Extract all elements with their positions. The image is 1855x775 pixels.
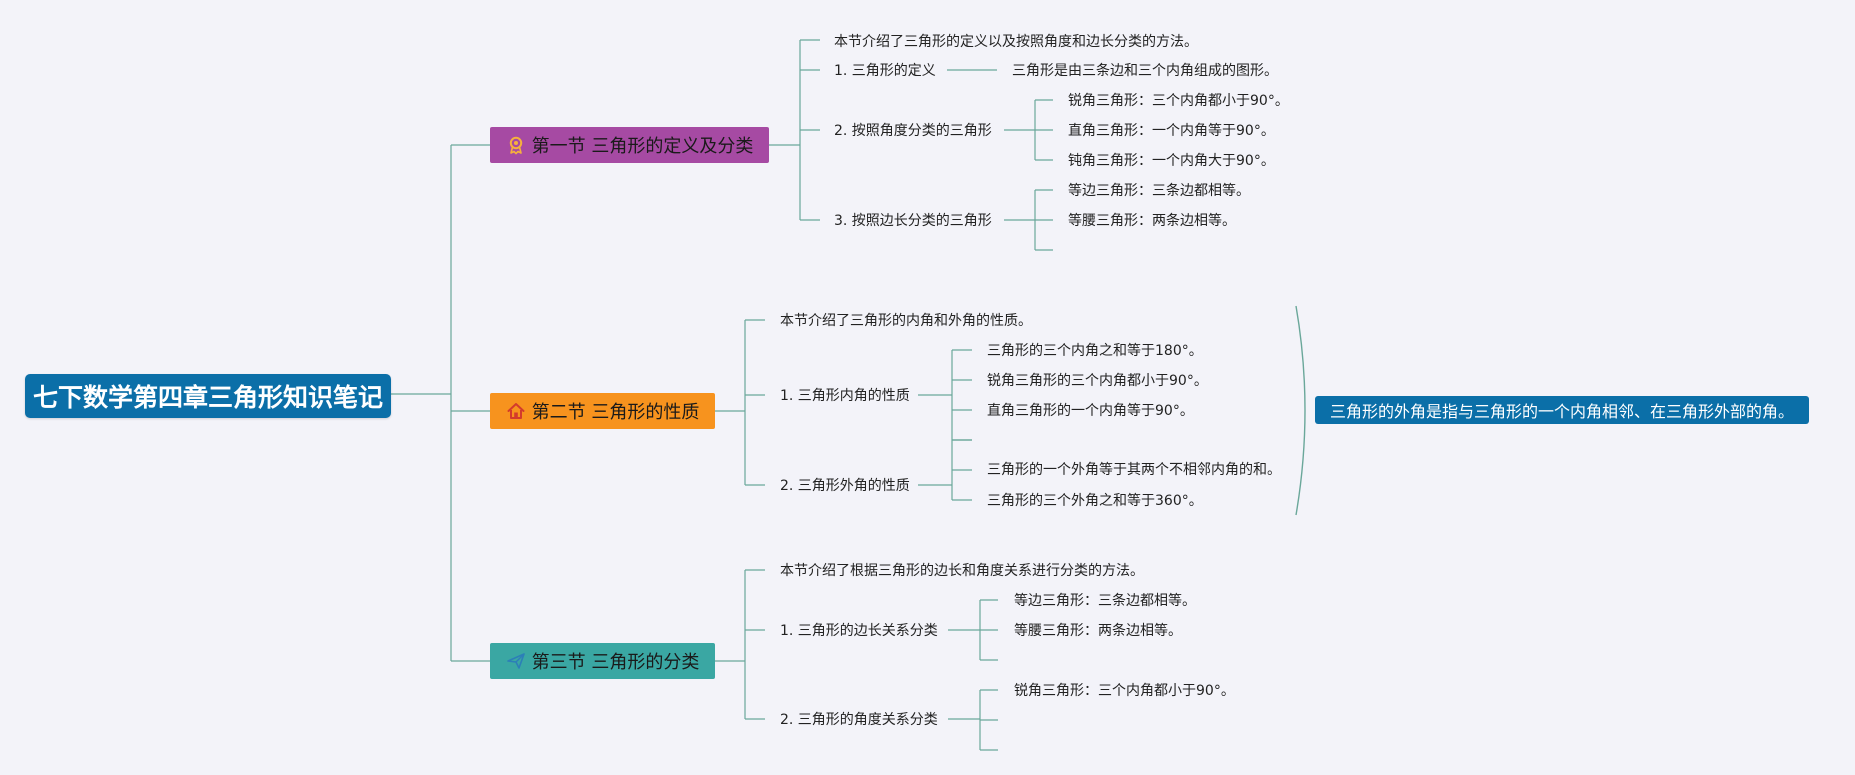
section-1-leaf[interactable]: 等腰三角形：两条边相等。 [1068,213,1236,229]
section-3-leaf[interactable]: 锐角三角形：三个内角都小于90°。 [1014,683,1235,699]
section-2-intro[interactable]: 本节介绍了三角形的内角和外角的性质。 [780,313,1032,329]
root-node[interactable]: 七下数学第四章三角形知识笔记 [25,374,391,418]
section-1-group-1[interactable]: 1. 三角形的定义 [834,63,936,79]
section-2-leaf[interactable]: 直角三角形的一个内角等于90°。 [987,403,1194,419]
award-ribbon-icon [506,135,526,155]
section-1-group-3[interactable]: 3. 按照边长分类的三角形 [834,213,992,229]
callout-bracket [1295,305,1306,516]
section-2-leaf[interactable]: 三角形的一个外角等于其两个不相邻内角的和。 [987,462,1281,478]
section-2-group-2[interactable]: 2. 三角形外角的性质 [780,478,910,494]
section-3-group-1[interactable]: 1. 三角形的边长关系分类 [780,623,938,639]
section-1-leaf[interactable]: 直角三角形：一个内角等于90°。 [1068,123,1275,139]
section-2-group-1[interactable]: 1. 三角形内角的性质 [780,388,910,404]
house-icon [506,401,526,421]
section-3-leaf[interactable]: 等腰三角形：两条边相等。 [1014,623,1182,639]
section-1-leaf[interactable]: 锐角三角形：三个内角都小于90°。 [1068,93,1289,109]
section-2-title: 第二节 三角形的性质 [531,402,700,423]
section-1-node[interactable]: 第一节 三角形的定义及分类 [490,127,769,163]
section-2-leaf[interactable]: 三角形的三个内角之和等于180°。 [987,343,1203,359]
section-2-node[interactable]: 第二节 三角形的性质 [490,393,715,429]
section-1-leaf[interactable]: 等边三角形：三条边都相等。 [1068,183,1250,199]
section-3-node[interactable]: 第三节 三角形的分类 [490,643,715,679]
section-1-title: 第一节 三角形的定义及分类 [531,136,754,157]
section-3-leaf[interactable]: 等边三角形：三条边都相等。 [1014,593,1196,609]
section-1-leaf[interactable]: 三角形是由三条边和三个内角组成的图形。 [1012,63,1278,79]
section-1-group-2[interactable]: 2. 按照角度分类的三角形 [834,123,992,139]
section-2-leaf[interactable]: 锐角三角形的三个内角都小于90°。 [987,373,1208,389]
section-3-title: 第三节 三角形的分类 [531,652,700,673]
section-1-leaf[interactable]: 钝角三角形：一个内角大于90°。 [1068,153,1275,169]
section-3-intro[interactable]: 本节介绍了根据三角形的边长和角度关系进行分类的方法。 [780,563,1144,579]
exterior-angle-callout[interactable]: 三角形的外角是指与三角形的一个内角相邻、在三角形外部的角。 [1315,396,1809,424]
paper-plane-icon [506,651,526,671]
section-2-leaf[interactable]: 三角形的三个外角之和等于360°。 [987,493,1203,509]
section-3-group-2[interactable]: 2. 三角形的角度关系分类 [780,712,938,728]
section-1-intro[interactable]: 本节介绍了三角形的定义以及按照角度和边长分类的方法。 [834,34,1198,50]
